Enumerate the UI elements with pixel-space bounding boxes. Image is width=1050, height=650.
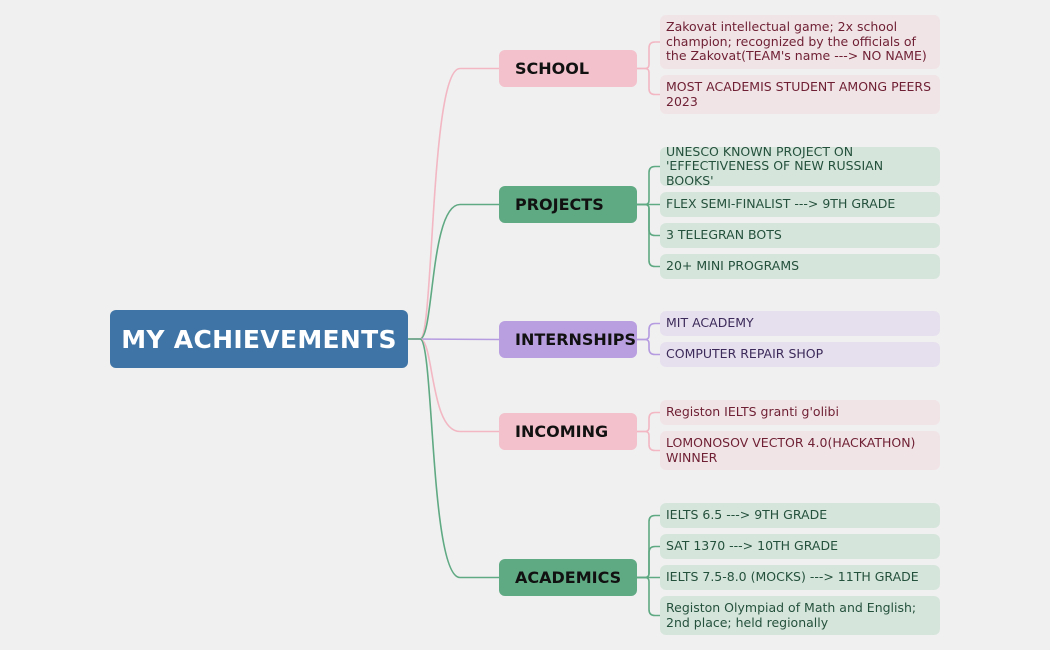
leaf-projects-flex[interactable]: FLEX SEMI-FINALIST ---> 9TH GRADE [660, 192, 940, 217]
leaf-internships-repair-shop[interactable]: COMPUTER REPAIR SHOP [660, 342, 940, 367]
connector-projects-leaf-3 [637, 203, 660, 268]
leaf-school-zakovat[interactable]: Zakovat intellectual game; 2x school cha… [660, 15, 940, 69]
connector-root-school [408, 67, 499, 340]
branch-school[interactable]: SCHOOL [499, 50, 637, 87]
connector-root-internships [407, 338, 500, 341]
connector-incoming-leaf-1 [637, 430, 660, 452]
connector-internships-leaf-0 [637, 322, 660, 341]
branch-incoming[interactable]: INCOMING [499, 413, 637, 450]
connector-root-incoming [408, 338, 499, 433]
leaf-projects-unesco[interactable]: UNESCO KNOWN PROJECT ON 'EFFECTIVENESS O… [660, 144, 940, 188]
connector-internships-leaf-1 [637, 338, 660, 356]
connector-academics-leaf-3 [637, 576, 660, 617]
leaf-academics-olympiad[interactable]: Registon Olympiad of Math and English; 2… [660, 596, 940, 635]
branch-internships[interactable]: INTERNSHIPS [499, 321, 637, 358]
leaf-internships-mit[interactable]: MIT ACADEMY [660, 311, 940, 336]
connector-school-leaf-0 [637, 41, 660, 70]
connector-school-leaf-1 [637, 67, 660, 96]
leaf-projects-mini-programs[interactable]: 20+ MINI PROGRAMS [660, 254, 940, 279]
leaf-incoming-lomonosov[interactable]: LOMONOSOV VECTOR 4.0(HACKATHON) WINNER [660, 431, 940, 470]
connector-root-academics [408, 338, 499, 579]
leaf-academics-ielts-9[interactable]: IELTS 6.5 ---> 9TH GRADE [660, 503, 940, 528]
leaf-academics-ielts-11[interactable]: IELTS 7.5-8.0 (MOCKS) ---> 11TH GRADE [660, 565, 940, 590]
branch-academics[interactable]: ACADEMICS [499, 559, 637, 596]
leaf-school-most-academic[interactable]: MOST ACADEMIS STUDENT AMONG PEERS 2023 [660, 75, 940, 114]
leaf-projects-telegram-bots[interactable]: 3 TELEGRAN BOTS [660, 223, 940, 248]
connector-projects-leaf-0 [637, 165, 660, 206]
connector-root-projects [408, 203, 499, 340]
leaf-incoming-ielts-grant[interactable]: Registon IELTS granti g'olibi [660, 400, 940, 425]
connector-academics-leaf-1 [637, 545, 660, 579]
connector-incoming-leaf-0 [637, 411, 660, 433]
branch-projects[interactable]: PROJECTS [499, 186, 637, 223]
root-node[interactable]: MY ACHIEVEMENTS [110, 310, 408, 368]
leaf-academics-sat[interactable]: SAT 1370 ---> 10TH GRADE [660, 534, 940, 559]
